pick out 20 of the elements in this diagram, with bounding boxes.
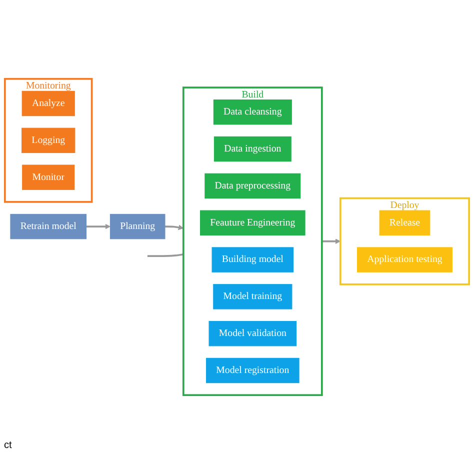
node-box: Data cleansing (213, 100, 292, 125)
node-box: Building model (212, 247, 294, 272)
node-box: Retrain model (10, 214, 87, 240)
node-box: Application testing (356, 247, 452, 272)
node-box: Feauture Engineering (200, 210, 306, 236)
node-box: Model registration (206, 358, 300, 384)
note-text: ct (4, 440, 12, 451)
arrow (164, 224, 184, 230)
node-box: Model training (213, 284, 292, 310)
node-box: Data preprocessing (204, 173, 301, 199)
node-box: Monitor (22, 164, 75, 190)
node-box: Data ingestion (214, 136, 292, 162)
connector (147, 253, 184, 257)
node-box: Planning (110, 214, 166, 240)
arrow (86, 224, 110, 230)
node-box: Logging (22, 128, 76, 154)
node-box: Release (379, 210, 430, 236)
arrow (322, 238, 341, 244)
node-box: Analyze (22, 90, 75, 116)
node-box: Model validation (208, 320, 297, 346)
